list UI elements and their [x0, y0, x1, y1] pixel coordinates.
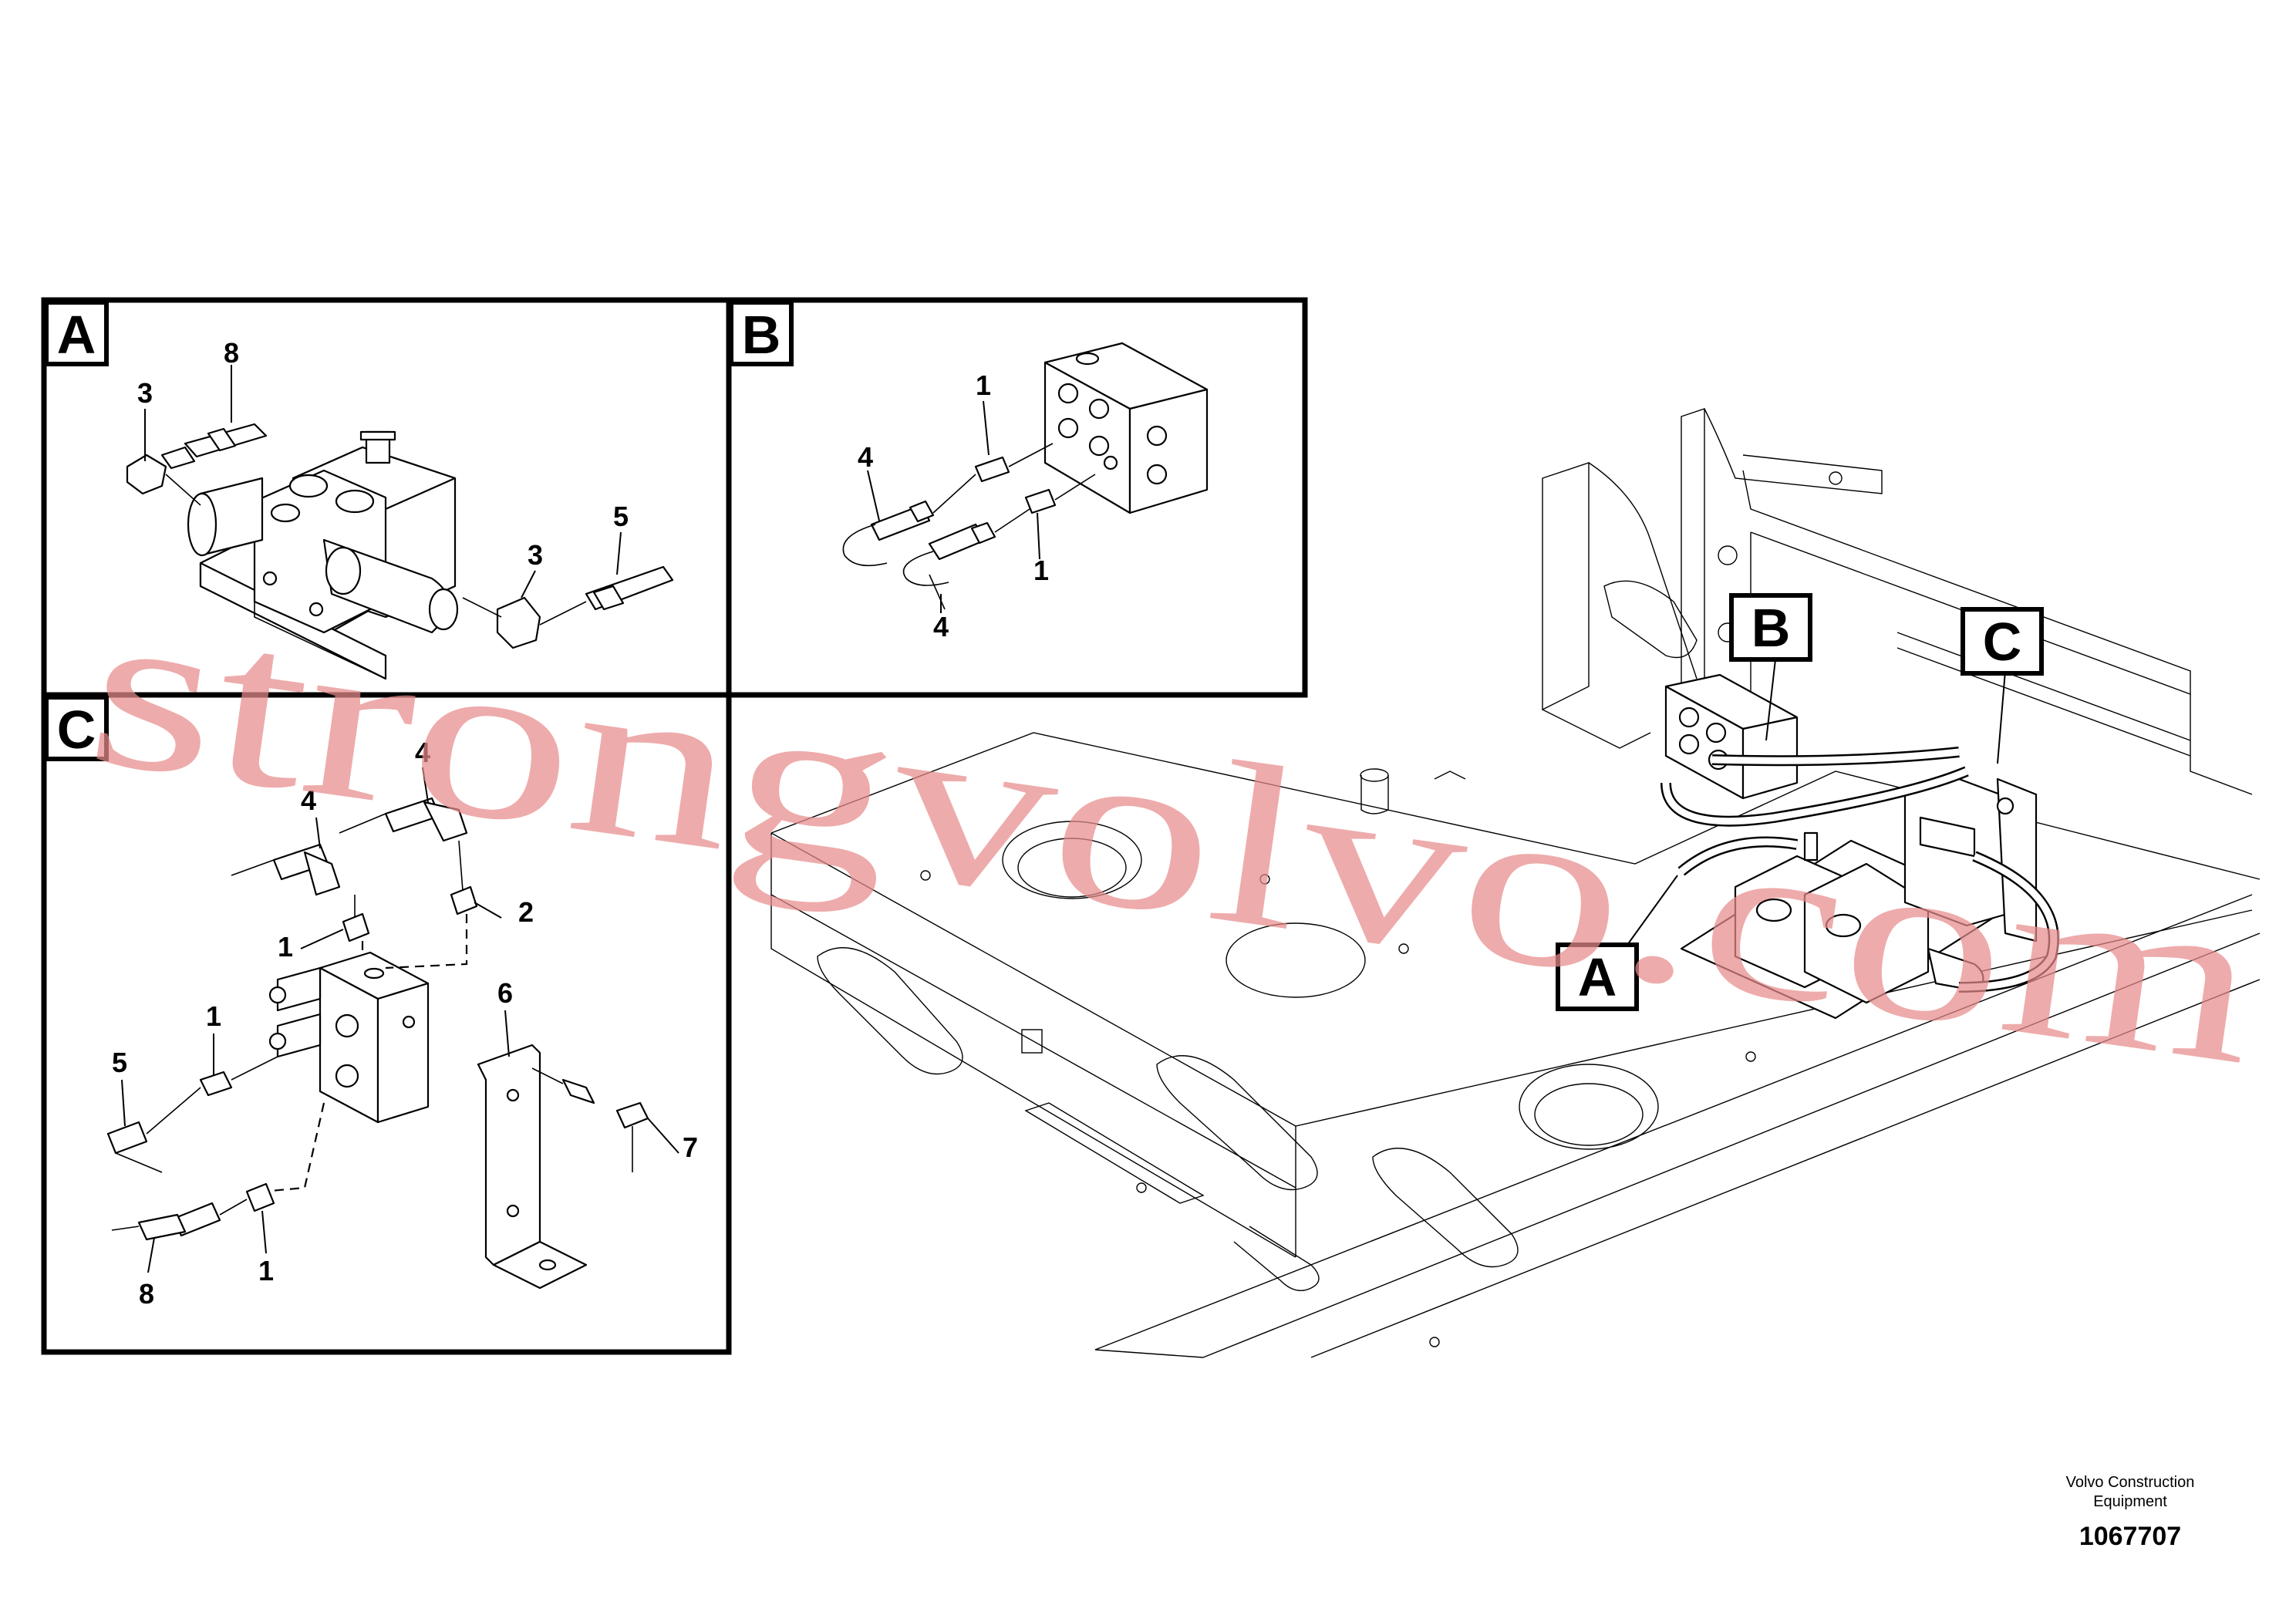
panel-a-callout-3-right: 3 [528, 539, 543, 571]
panel-a: A [41, 297, 732, 698]
panel-b-tag: B [742, 305, 781, 365]
overview-tag-c-label: C [1983, 612, 2022, 672]
overview-tag-b[interactable]: B [1729, 593, 1812, 662]
panel-b-callout-4-bottom: 4 [933, 611, 949, 642]
overview-valve-a [1680, 831, 2007, 1020]
panel-c-tag: C [57, 700, 96, 760]
panel-c: C [41, 692, 732, 1355]
panel-c-callout-5: 5 [112, 1047, 127, 1078]
panel-b-callout-4-left: 4 [858, 441, 873, 473]
overview-tag-b-label: B [1752, 598, 1791, 658]
overview-hoses [1660, 747, 2059, 993]
overview-tag-c[interactable]: C [1961, 607, 2044, 676]
panel-c-callout-4-left: 4 [301, 784, 316, 816]
panel-c-callout-8: 8 [139, 1278, 154, 1310]
overview-tag-a-label: A [1578, 947, 1617, 1007]
panel-c-callout-1-mid: 1 [206, 1000, 221, 1032]
company-name-line1: Volvo Construction [2066, 1474, 2195, 1491]
panel-c-callout-7: 7 [683, 1131, 698, 1163]
panel-c-block [268, 951, 430, 1124]
overview-drawing [770, 408, 2261, 1358]
panel-b-block [1043, 342, 1209, 514]
panel-c-callout-1-top: 1 [278, 931, 293, 963]
panel-c-bracket [477, 1044, 588, 1290]
panel-a-callout-8: 8 [224, 337, 239, 369]
panel-b: B 1 4 [726, 297, 1308, 698]
overview-tag-a[interactable]: A [1556, 943, 1639, 1011]
panel-a-valve [187, 430, 459, 680]
panel-a-tag: A [57, 305, 96, 365]
panel-a-callout-3-top: 3 [137, 377, 153, 409]
panel-b-callout-1-bottom: 1 [1033, 555, 1049, 586]
panel-c-callout-4-top: 4 [415, 737, 430, 768]
panel-c-callout-2: 2 [518, 896, 534, 928]
drawing-number: 1067707 [2079, 1522, 2181, 1551]
panel-a-callout-5: 5 [613, 501, 629, 532]
company-name-line2: Equipment [2093, 1493, 2167, 1510]
panel-c-callout-6: 6 [497, 977, 513, 1009]
overview-valve-c [1903, 777, 2038, 943]
panel-c-callout-1-bottom: 1 [258, 1255, 274, 1286]
panel-b-callout-1-top: 1 [976, 369, 991, 401]
